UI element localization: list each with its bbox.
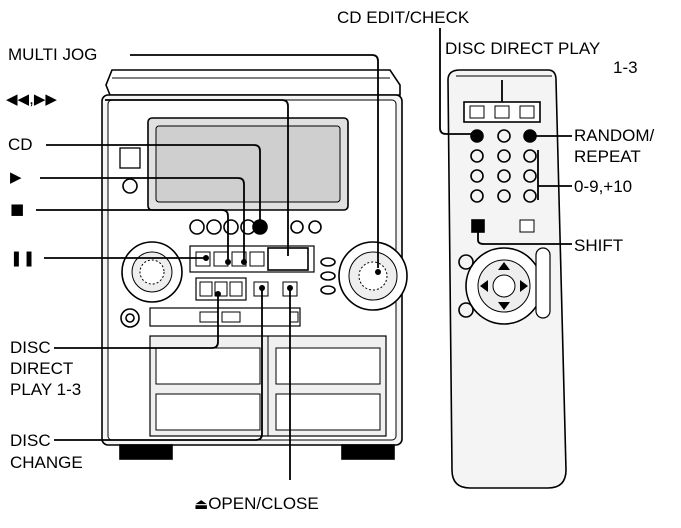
label-cd-edit-check: CD EDIT/CHECK	[337, 8, 470, 27]
pause-icon: ❚❚	[10, 249, 36, 267]
label-disc-direct-play-3: PLAY 1-3	[10, 380, 82, 399]
remote-leader-lines	[439, 28, 572, 245]
label-cd: CD	[8, 135, 33, 154]
label-disc-direct-play-2: DIRECT	[10, 359, 74, 378]
label-disc-direct-play-remote-range: 1-3	[613, 58, 638, 77]
label-disc-direct-play-remote: DISC DIRECT PLAY	[445, 39, 601, 58]
label-disc-direct-play-1: DISC	[10, 338, 51, 357]
label-repeat: REPEAT	[574, 147, 641, 166]
remote-control	[447, 69, 567, 489]
label-disc-change-2: CHANGE	[10, 453, 83, 472]
label-open-close: ⏏OPEN/CLOSE	[194, 494, 319, 513]
leader-dots	[203, 225, 381, 297]
label-disc-change-1: DISC	[10, 431, 51, 450]
label-numeric-keys: 0-9,+10	[574, 177, 633, 196]
main-unit	[101, 69, 408, 460]
play-icon: ▶	[10, 168, 22, 186]
label-skip-buttons: ◀◀,▶▶	[6, 89, 57, 108]
label-shift: SHIFT	[574, 236, 624, 255]
fast-forward-icon: ▶▶	[33, 90, 57, 108]
label-random: RANDOM/	[574, 126, 655, 145]
eject-icon: ⏏	[194, 495, 209, 513]
label-multi-jog: MULTI JOG	[8, 45, 98, 64]
stop-icon: ■	[10, 200, 25, 218]
leader-lines	[36, 54, 379, 480]
rewind-icon: ◀◀	[6, 90, 30, 108]
